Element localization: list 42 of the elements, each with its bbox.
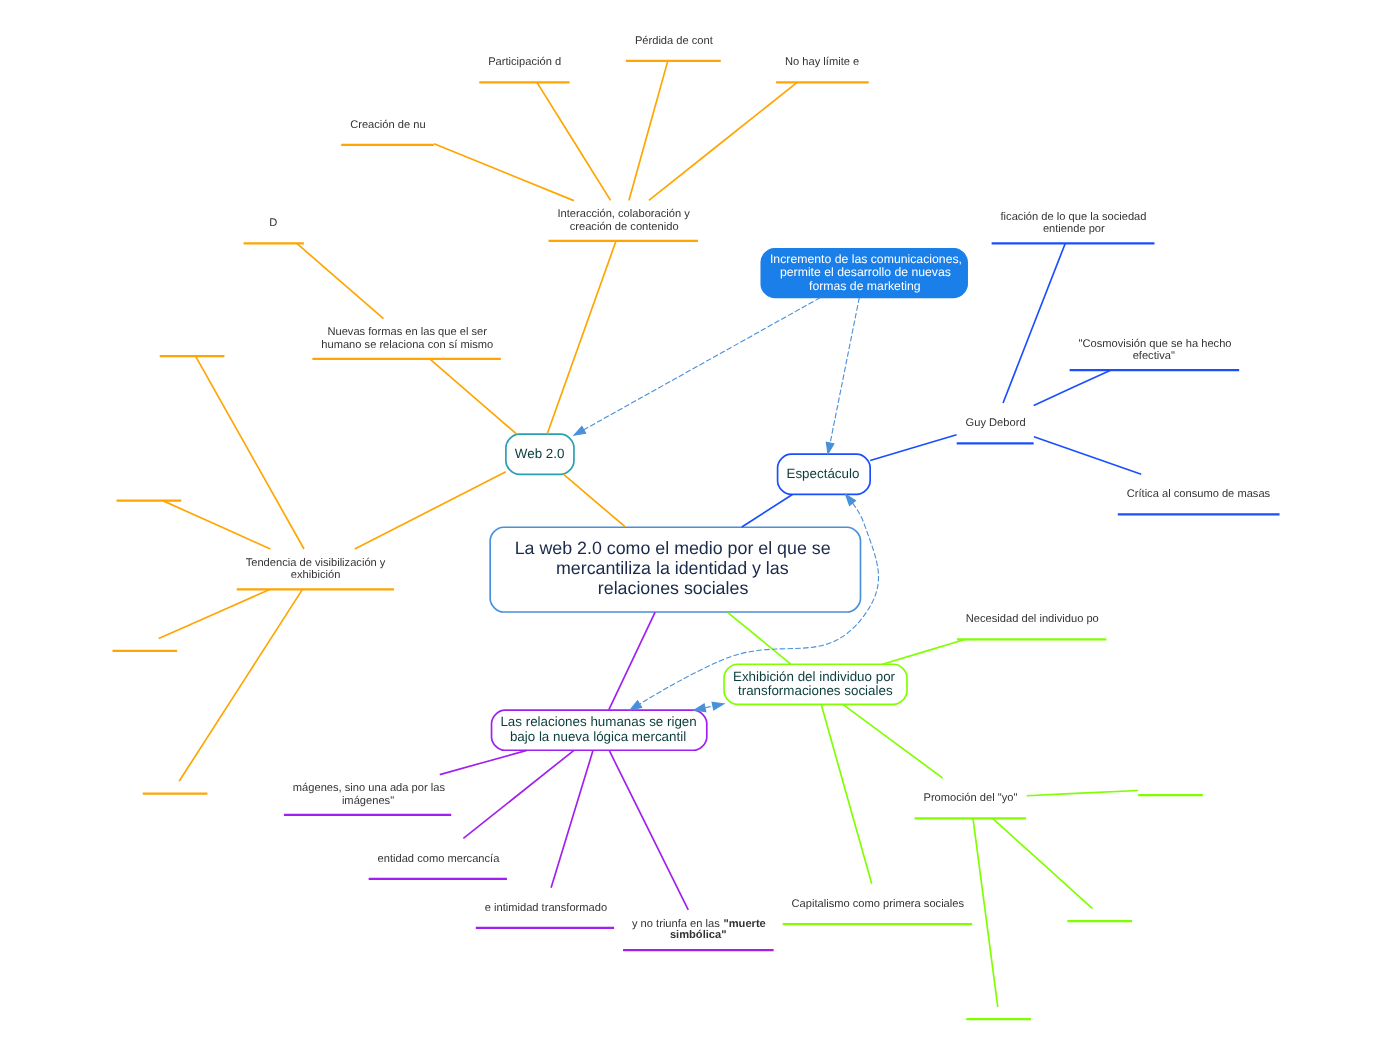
connector (881, 638, 966, 666)
connector (194, 355, 305, 550)
connector (992, 817, 1094, 910)
node-bar (116, 499, 182, 502)
connector (869, 433, 958, 462)
node-box: La web 2.0 como el medio por el que se mercantiliza la identidad y las relaciones sociales (489, 526, 862, 613)
connector (438, 749, 528, 776)
node-bar (1067, 920, 1133, 923)
connector (157, 588, 271, 640)
connector (842, 703, 944, 779)
node-bar (112, 649, 178, 652)
connector (296, 242, 385, 320)
connector (648, 81, 798, 202)
connector (607, 611, 656, 711)
connector (433, 142, 575, 202)
connector (1002, 242, 1066, 404)
node-bar (966, 1018, 1031, 1021)
node-bar (159, 355, 225, 358)
connector (1025, 789, 1139, 797)
connector (628, 60, 669, 202)
connector (726, 611, 792, 665)
arrow (825, 297, 860, 456)
connector (1033, 435, 1143, 476)
connector (1032, 369, 1112, 407)
connector (608, 749, 690, 911)
connector (546, 240, 617, 435)
connector (161, 499, 272, 550)
arrow (628, 493, 880, 711)
connector (353, 470, 507, 550)
connector (429, 358, 518, 435)
connector (972, 817, 999, 1008)
connector (462, 749, 575, 840)
arrow (572, 297, 821, 437)
connector (536, 81, 612, 202)
connector (550, 749, 594, 889)
arrow (692, 701, 726, 713)
connector (562, 473, 627, 528)
connector (820, 703, 873, 885)
connector (178, 588, 304, 783)
node-bar (1138, 793, 1203, 797)
node-bar (142, 792, 208, 795)
connector (740, 493, 794, 528)
